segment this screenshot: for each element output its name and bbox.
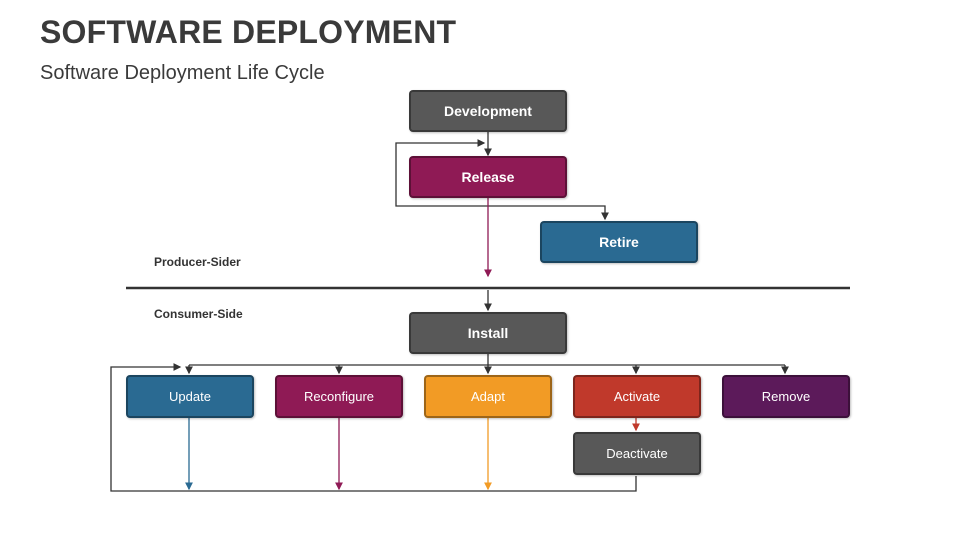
feedback-loop [110, 363, 637, 492]
remove-node: Remove [722, 375, 850, 418]
arrow-release-retire [488, 205, 609, 221]
install-node: Install [409, 312, 567, 354]
release-node: Release [409, 156, 567, 198]
consumer-side-label: Consumer-Side [154, 307, 243, 321]
reconfigure-node: Reconfigure [275, 375, 403, 418]
retire-node: Retire [540, 221, 698, 263]
page-subtitle: Software Deployment Life Cycle [40, 62, 325, 84]
page-title: SOFTWARE DEPLOYMENT [40, 14, 457, 50]
producer-side-label: Producer-Sider [154, 255, 241, 269]
adapt-node: Adapt [424, 375, 552, 418]
development-node: Development [409, 90, 567, 132]
arrow-retire-loop [395, 139, 488, 207]
deactivate-node: Deactivate [573, 432, 701, 475]
update-node: Update [126, 375, 254, 418]
activate-node: Activate [573, 375, 701, 418]
